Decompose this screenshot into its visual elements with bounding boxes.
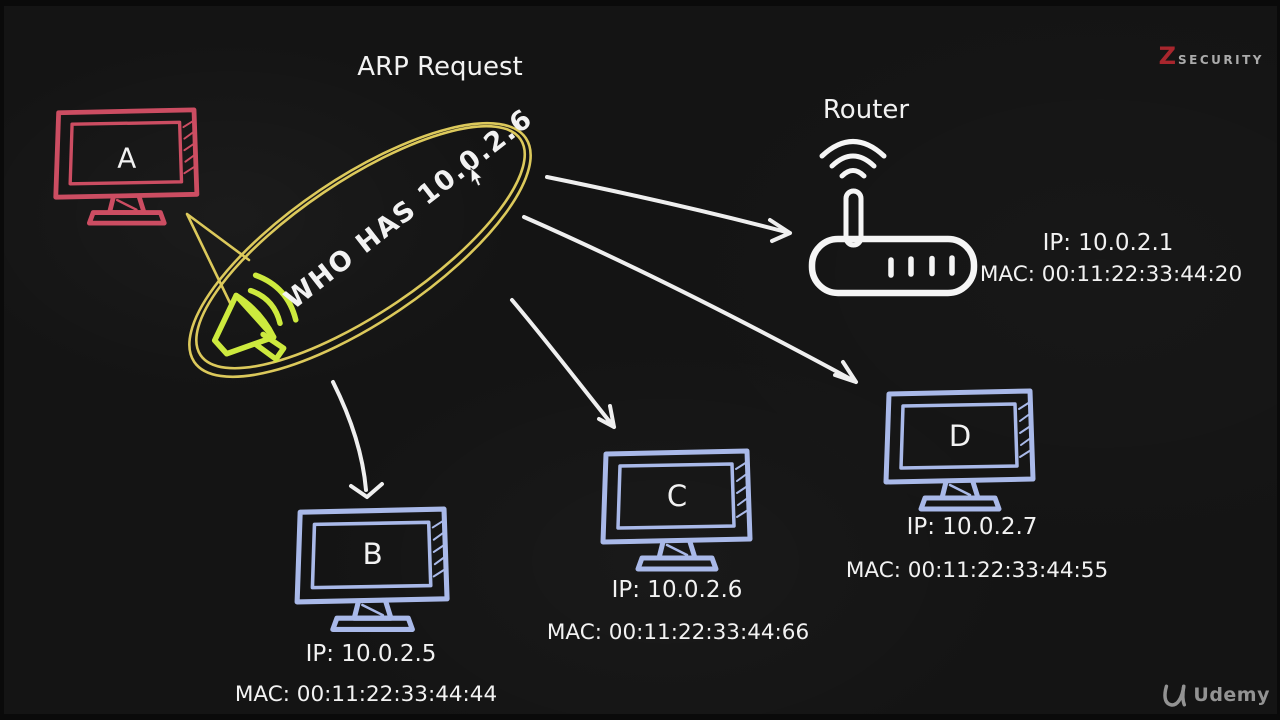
computer-a: A xyxy=(56,110,197,223)
letterbox-right xyxy=(1277,0,1280,720)
computer-b-label: B xyxy=(362,537,382,571)
megaphone-icon xyxy=(211,272,299,362)
computer-d-label: D xyxy=(949,419,971,453)
zsecurity-logo: Z SECURITY xyxy=(1159,44,1264,68)
arrow-to-router xyxy=(545,175,792,243)
speech-bubble-outline xyxy=(185,121,532,379)
wifi-signal-icon xyxy=(819,139,887,179)
computer-b: B xyxy=(297,509,447,629)
zsecurity-label: SECURITY xyxy=(1178,53,1264,67)
router-body xyxy=(808,235,978,297)
router-label: Router xyxy=(823,95,909,125)
computer-c-label: C xyxy=(667,479,687,513)
zsecurity-z-letter: Z xyxy=(1158,42,1177,70)
router-ip: IP: 10.0.2.1 xyxy=(1043,230,1174,256)
speech-bubble-tail xyxy=(185,212,251,307)
udemy-u-icon xyxy=(1163,684,1187,707)
slide-title: ARP Request xyxy=(357,52,522,82)
letterbox-bottom xyxy=(0,714,1280,720)
arrow-to-computer-b xyxy=(331,380,384,499)
udemy-logo: Udemy xyxy=(1161,682,1270,708)
letterbox-left xyxy=(0,0,4,720)
computer-b-mac: MAC: 00:11:22:33:44:44 xyxy=(235,682,497,707)
computer-c: C xyxy=(603,451,750,569)
letterbox-top xyxy=(0,0,1280,6)
computer-d-ip: IP: 10.0.2.7 xyxy=(907,514,1038,540)
router-mac: MAC: 00:11:22:33:44:20 xyxy=(980,262,1242,287)
router-led-lights xyxy=(888,255,955,278)
router-group xyxy=(808,139,978,297)
computer-c-mac: MAC: 00:11:22:33:44:66 xyxy=(547,620,809,645)
arrow-to-computer-c xyxy=(510,298,616,429)
computer-d-mac: MAC: 00:11:22:33:44:55 xyxy=(846,558,1108,583)
computer-a-label: A xyxy=(117,141,136,174)
computer-d: D xyxy=(886,391,1033,509)
mouse-cursor-icon xyxy=(470,167,483,187)
router-antenna xyxy=(843,188,864,248)
udemy-label: Udemy xyxy=(1193,684,1270,706)
arrows xyxy=(331,175,858,499)
computer-c-ip: IP: 10.0.2.6 xyxy=(612,577,743,603)
arrow-to-computer-d xyxy=(522,215,858,384)
computer-b-ip: IP: 10.0.2.5 xyxy=(306,641,437,667)
